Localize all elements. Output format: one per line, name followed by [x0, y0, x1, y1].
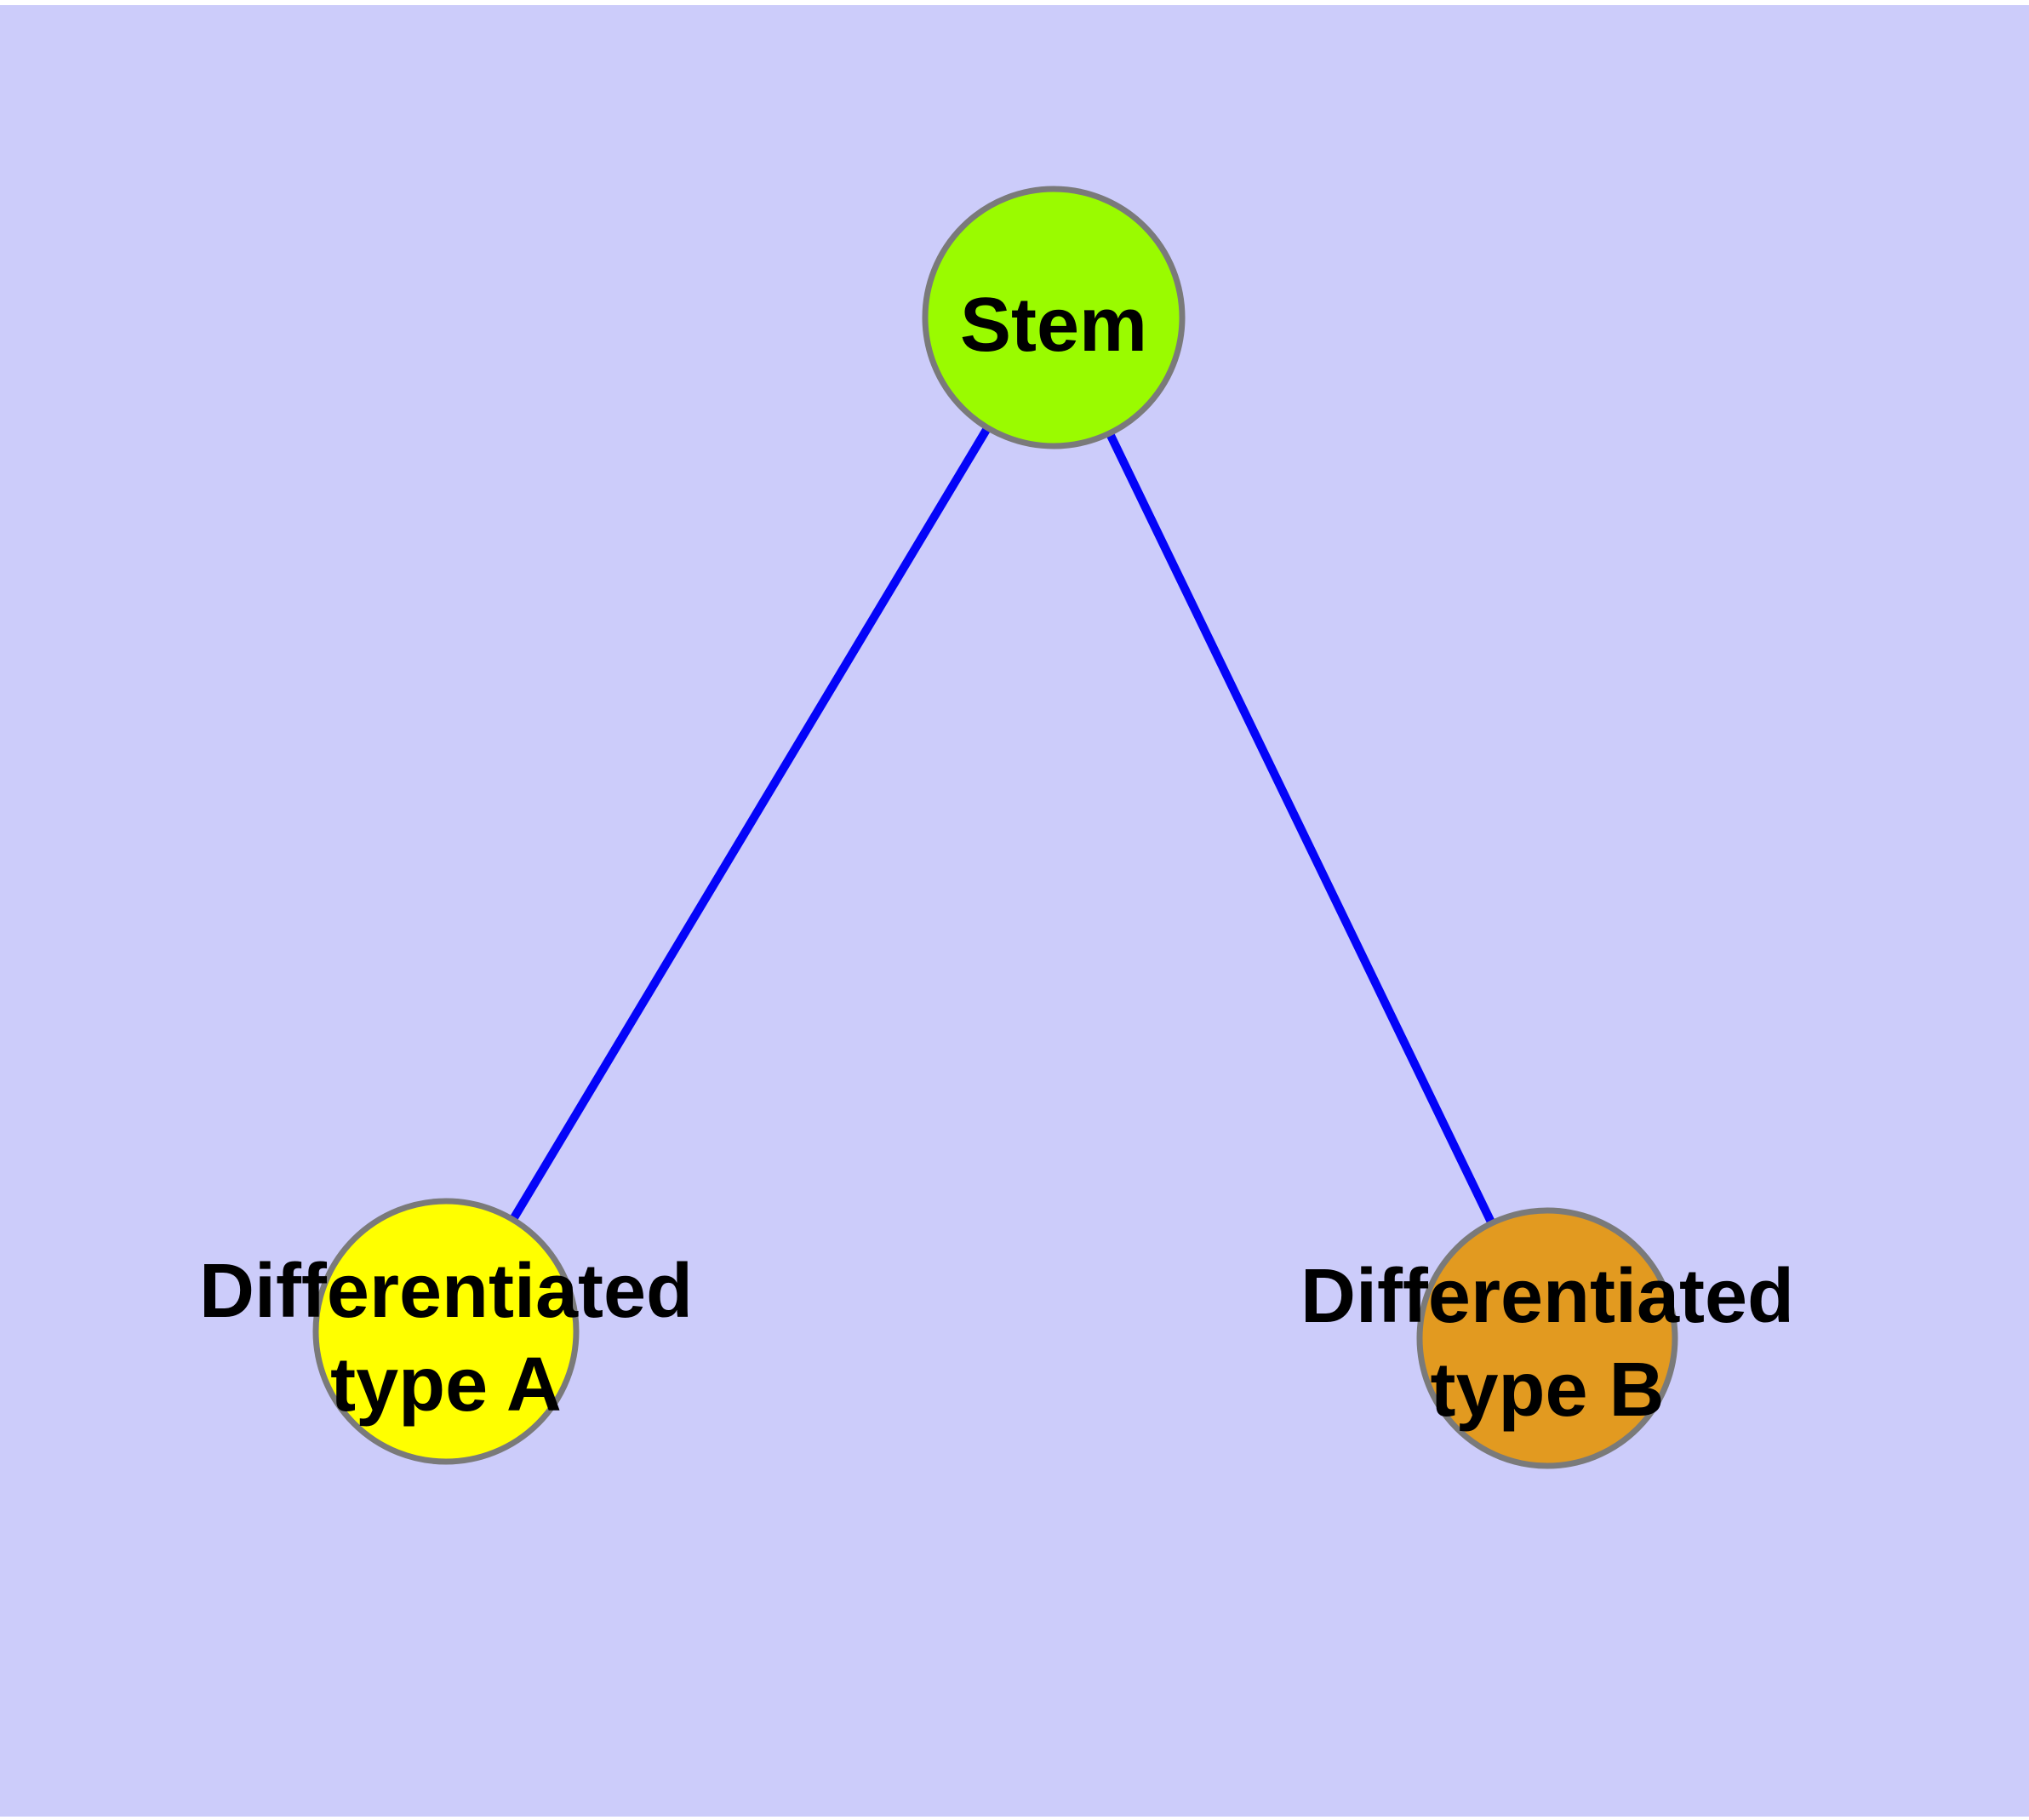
node-stem-label: Stem — [960, 283, 1147, 368]
node-type-b-label-line-1: Differentiated — [1300, 1254, 1794, 1339]
node-differentiated-type-b[interactable] — [1416, 1207, 1678, 1469]
node-stem[interactable] — [922, 186, 1186, 449]
node-type-b-label-line-2: type B — [1430, 1348, 1664, 1433]
node-differentiated-type-a[interactable] — [312, 1198, 580, 1465]
node-type-a-label-line-2: type A — [330, 1342, 562, 1428]
edge-stem-to-type-a[interactable] — [442, 315, 1058, 1334]
edge-stem-to-type-b[interactable] — [1049, 315, 1552, 1341]
node-type-a-label-line-1: Differentiated — [199, 1249, 693, 1334]
